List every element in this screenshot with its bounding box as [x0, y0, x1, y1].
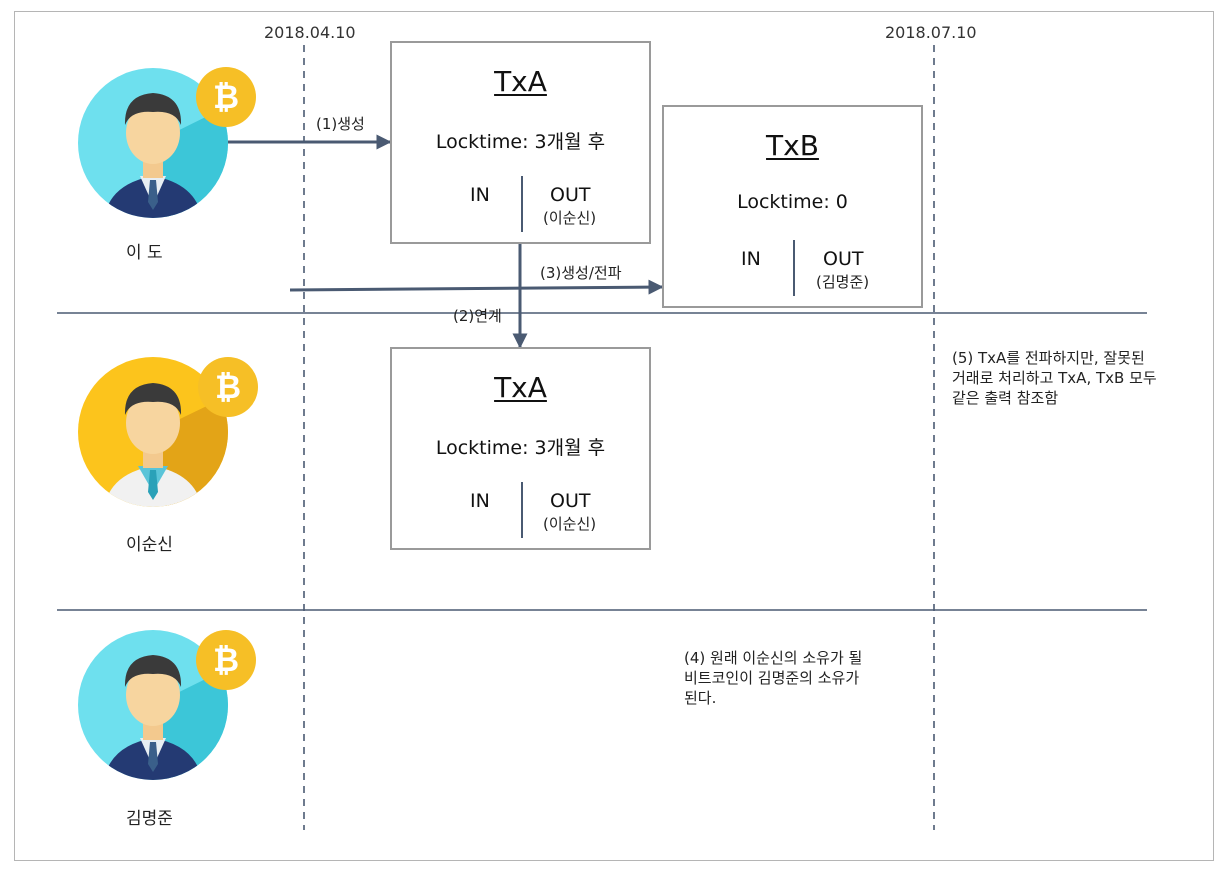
diagram-frame — [14, 11, 1214, 861]
note-5-line-3: 같은 출력 참조함 — [952, 389, 1059, 407]
tx-output-label: OUT — [823, 248, 864, 270]
tx-locktime: Locktime: 3개월 후 — [435, 131, 606, 153]
tx-input-label: IN — [470, 184, 490, 206]
arrow-label-create: (1)생성 — [316, 115, 365, 133]
bitcoin-icon: ₿ — [215, 368, 241, 406]
note-5-line-1: (5) TxA를 전파하지만, 잘못된 — [952, 349, 1145, 367]
tx-title: TxA — [494, 371, 547, 404]
tx-input-label: IN — [470, 490, 490, 512]
avatar-yi-sun-sin: ₿ — [78, 357, 258, 507]
tx-input-label: IN — [741, 248, 761, 270]
arrow-create-propagate — [289, 279, 664, 295]
tx-output-label: OUT — [550, 184, 591, 206]
tx-output-owner: (이순신) — [543, 515, 597, 533]
avatar-yi-do: ₿ — [78, 67, 256, 218]
note-4: (4) 원래 이순신의 소유가 될 비트코인이 김명준의 소유가 된다. — [684, 648, 862, 708]
tx-locktime: Locktime: 3개월 후 — [435, 437, 606, 459]
note-4-line-3: 된다. — [684, 689, 717, 707]
tx-box-txa-bottom: TxA Locktime: 3개월 후 IN OUT (이순신) — [390, 347, 651, 550]
tx-title: TxB — [766, 129, 819, 162]
date-label-end: 2018.07.10 — [885, 23, 977, 42]
tx-io-separator — [521, 176, 523, 232]
note-5-line-2: 거래로 처리하고 TxA, TxB 모두 — [952, 369, 1157, 387]
person-name-yi-sun-sin: 이순신 — [126, 535, 173, 555]
bitcoin-icon: ₿ — [213, 641, 239, 679]
tx-io-separator — [793, 240, 795, 296]
person-name-yi-do: 이 도 — [126, 243, 163, 263]
arrow-label-create-propagate: (3)생성/전파 — [540, 264, 622, 282]
tx-io-separator — [521, 482, 523, 538]
arrow-label-link: (2)연계 — [453, 307, 502, 325]
date-label-start: 2018.04.10 — [264, 23, 356, 42]
tx-output-owner: (김명준) — [816, 273, 870, 291]
avatar-kim-myeong-jun: ₿ — [78, 630, 256, 780]
note-5: (5) TxA를 전파하지만, 잘못된 거래로 처리하고 TxA, TxB 모두… — [952, 348, 1157, 408]
person-name-kim-myeong-jun: 김명준 — [126, 809, 173, 829]
note-4-line-2: 비트코인이 김명준의 소유가 — [684, 669, 860, 687]
tx-box-txa-top: TxA Locktime: 3개월 후 IN OUT (이순신) — [390, 41, 651, 244]
tx-box-txb: TxB Locktime: 0 IN OUT (김명준) — [662, 105, 923, 308]
bitcoin-icon: ₿ — [213, 78, 239, 116]
tx-title: TxA — [494, 65, 547, 98]
tx-output-label: OUT — [550, 490, 591, 512]
tx-output-owner: (이순신) — [543, 209, 597, 227]
tx-locktime: Locktime: 0 — [737, 191, 848, 213]
note-4-line-1: (4) 원래 이순신의 소유가 될 — [684, 649, 863, 667]
